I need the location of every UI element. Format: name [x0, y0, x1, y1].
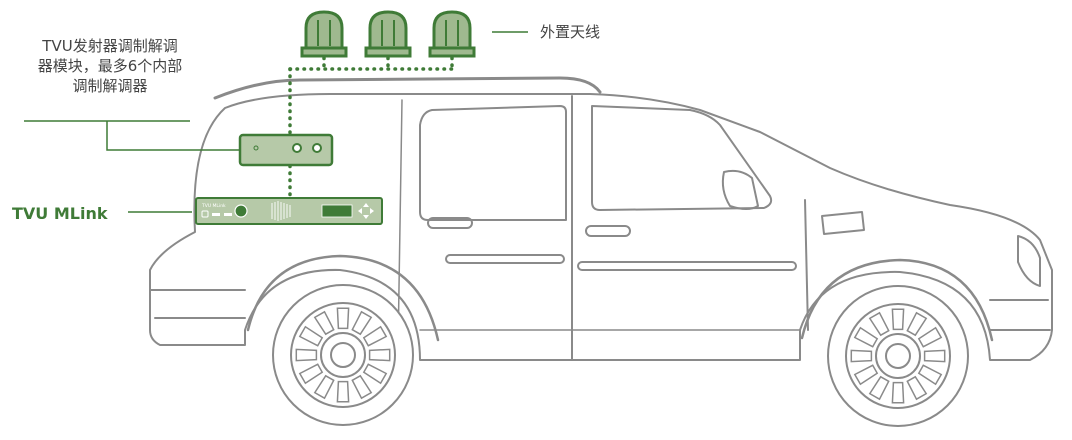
front-door-trim [577, 261, 797, 271]
wheel-spoke [351, 374, 373, 400]
rear-wheel-spokes [295, 307, 391, 403]
wheel-spoke [917, 364, 943, 386]
antenna-middle [364, 10, 412, 58]
wheel-spoke [362, 325, 388, 347]
wheel-spoke [295, 348, 318, 362]
front-wheel [827, 285, 969, 427]
external-antennas [300, 10, 476, 58]
wheel-spoke [906, 311, 928, 337]
rear-wheel [272, 284, 414, 426]
antenna-cabling [288, 56, 454, 200]
wheel-spoke [868, 375, 890, 401]
c-pillar-seam [397, 99, 403, 351]
wheel-spoke [336, 307, 350, 330]
wheel-spoke [313, 374, 335, 400]
front-side-window [591, 105, 773, 211]
suv-vehicle [149, 76, 1053, 361]
mlink-power-icon [234, 204, 248, 218]
vehicle-body-outline [149, 93, 1053, 361]
modem-module-label: TVU发射器调制解调 器模块，最多6个内部 调制解调器 [12, 36, 208, 96]
mlink-faceplate-text: TVU MLink [201, 203, 226, 209]
modem-port-b [312, 143, 322, 153]
wheel-spoke [891, 308, 905, 331]
wheel-spoke [906, 375, 928, 401]
modem-leader [24, 120, 240, 151]
headlight [1017, 235, 1041, 287]
mlink-device: TVU MLink [195, 197, 383, 225]
mlink-dpad-icon [358, 203, 374, 219]
external-antenna-label: 外置天线 [540, 23, 601, 41]
leader-lines [24, 31, 528, 213]
rear-door-trim [445, 254, 565, 264]
wheel-spoke [891, 381, 905, 404]
wheel-spoke [313, 310, 335, 336]
wheel-spoke [923, 349, 946, 363]
modem-module-label-line-1: TVU发射器调制解调 [42, 37, 178, 55]
modem-module-label-line-3: 调制解调器 [72, 77, 148, 95]
modem-module-label-line-2: 器模块，最多6个内部 [37, 57, 183, 75]
mlink-signal-meters [271, 201, 291, 221]
wheel-spoke [853, 364, 879, 386]
rear-bumper [149, 289, 246, 319]
wheel-spoke [298, 363, 324, 385]
modem-led [253, 145, 259, 151]
wheel-spoke [853, 326, 879, 348]
rear-side-window [419, 105, 567, 221]
modem-port-a [292, 143, 302, 153]
front-bumper [989, 299, 1051, 331]
wheel-spoke [362, 363, 388, 385]
wheel-spoke [868, 311, 890, 337]
rear-door-handle [427, 217, 473, 229]
wheel-spoke [336, 380, 350, 403]
mlink-display [321, 204, 353, 218]
wheel-spoke [368, 348, 391, 362]
wheel-spoke [850, 349, 873, 363]
front-door-seam [804, 199, 809, 331]
antenna-right [428, 10, 476, 58]
fender-vent [821, 211, 865, 235]
side-mirror [721, 169, 759, 210]
wheel-spoke [298, 325, 324, 347]
wheel-spoke [351, 310, 373, 336]
wheel-spoke [917, 326, 943, 348]
rear-wheel-arch [246, 254, 440, 342]
modem-module [238, 133, 334, 167]
antenna-left [300, 10, 348, 58]
front-door-handle [585, 225, 631, 237]
front-wheel-arch [800, 258, 994, 342]
roof-rack [213, 76, 602, 100]
front-wheel-spokes [850, 308, 946, 404]
mlink-label: TVU MLink [12, 204, 108, 223]
